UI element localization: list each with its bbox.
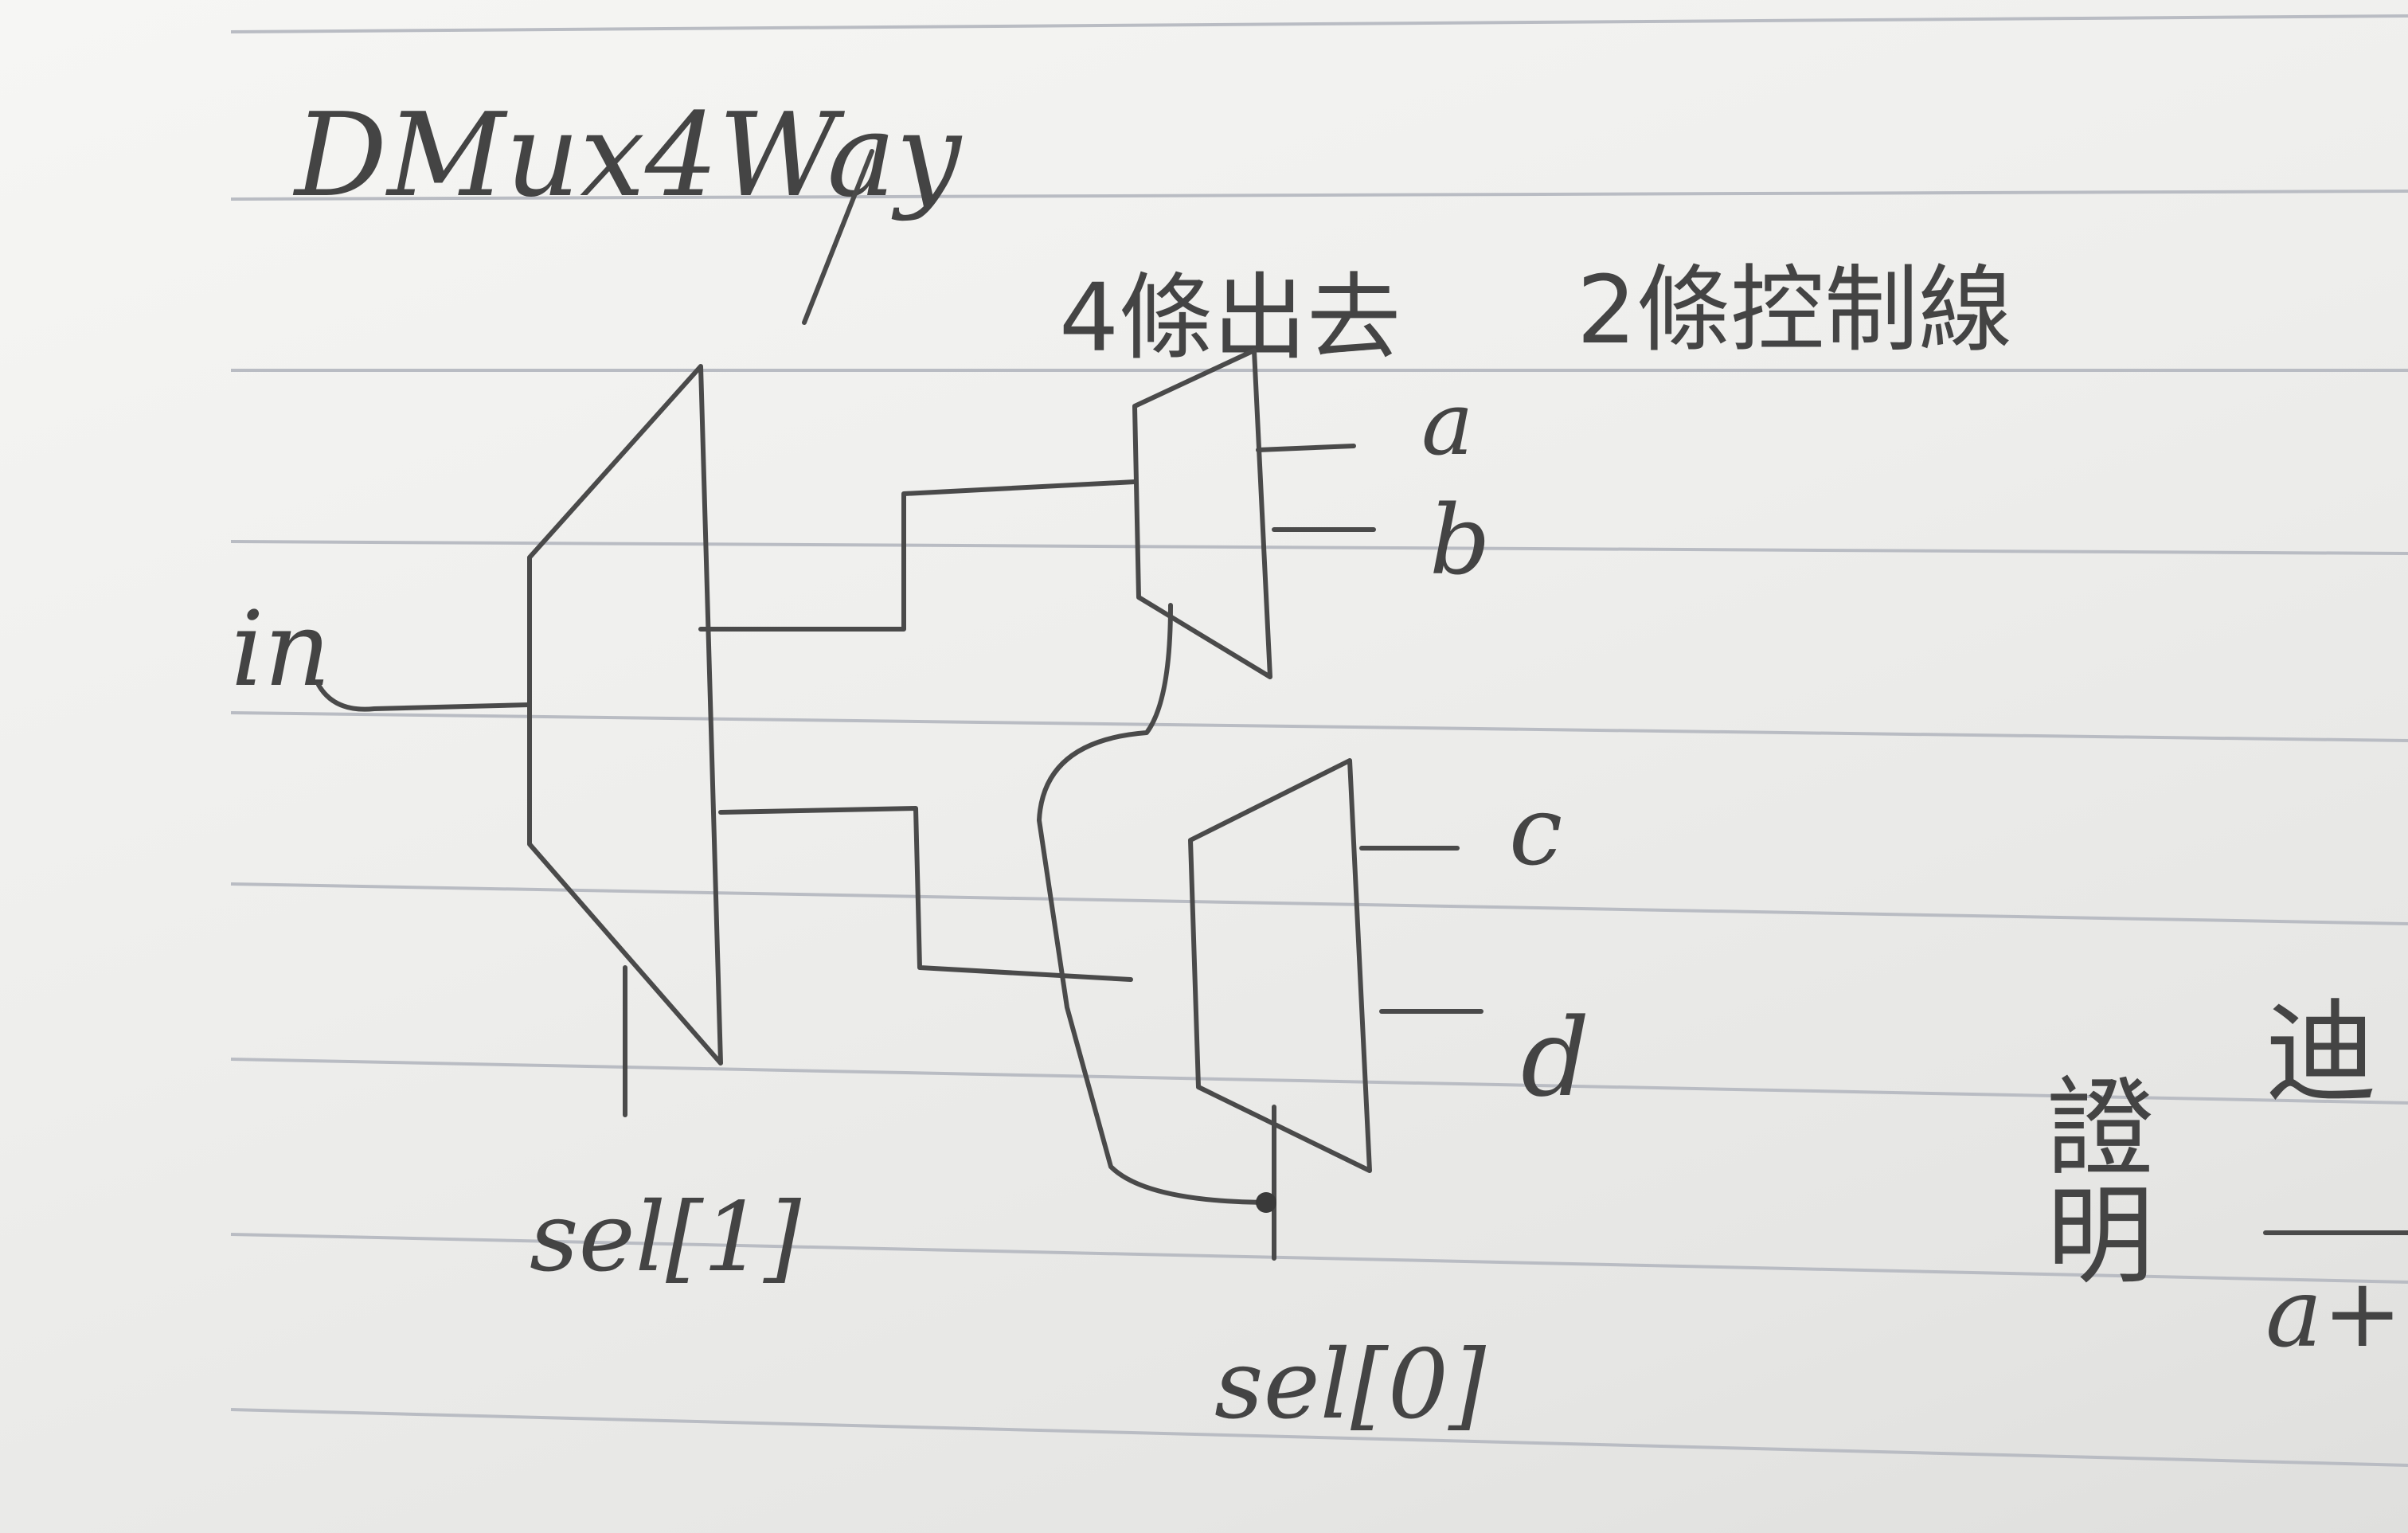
output-a-wire — [1256, 444, 1356, 452]
sel0-label: sel[0] — [1214, 1330, 1486, 1441]
margin-text-bottom: a+ — [2265, 1258, 2402, 1369]
margin-text-left: 證明 — [2028, 1071, 2153, 1286]
sel1-label: sel[1] — [530, 1183, 801, 1293]
output-c-label: c — [1509, 776, 1562, 887]
junction-dot — [1256, 1192, 1276, 1213]
margin-text-right: 迪 — [2265, 988, 2377, 1118]
output-d-label: d — [1521, 995, 1589, 1120]
output-b-label: b — [1429, 486, 1491, 596]
input-label: in — [231, 589, 330, 710]
note-outputs: 4條出去 — [1059, 263, 1401, 373]
diagram-title: DMux4Way — [292, 88, 963, 223]
sel0-wire — [1037, 603, 1276, 1261]
demux-upper — [1132, 348, 1272, 679]
lower-branch-wire — [718, 806, 1133, 982]
output-a-label: a — [1421, 373, 1474, 475]
upper-branch-wire — [698, 479, 1137, 632]
title-underline-stroke — [802, 149, 874, 325]
input-wire — [316, 682, 532, 712]
demux-lower — [1188, 758, 1372, 1173]
note-controls: 2條控制線 — [1577, 255, 2012, 365]
ruled-lines — [230, 14, 2408, 1467]
demux-main — [527, 364, 723, 1066]
